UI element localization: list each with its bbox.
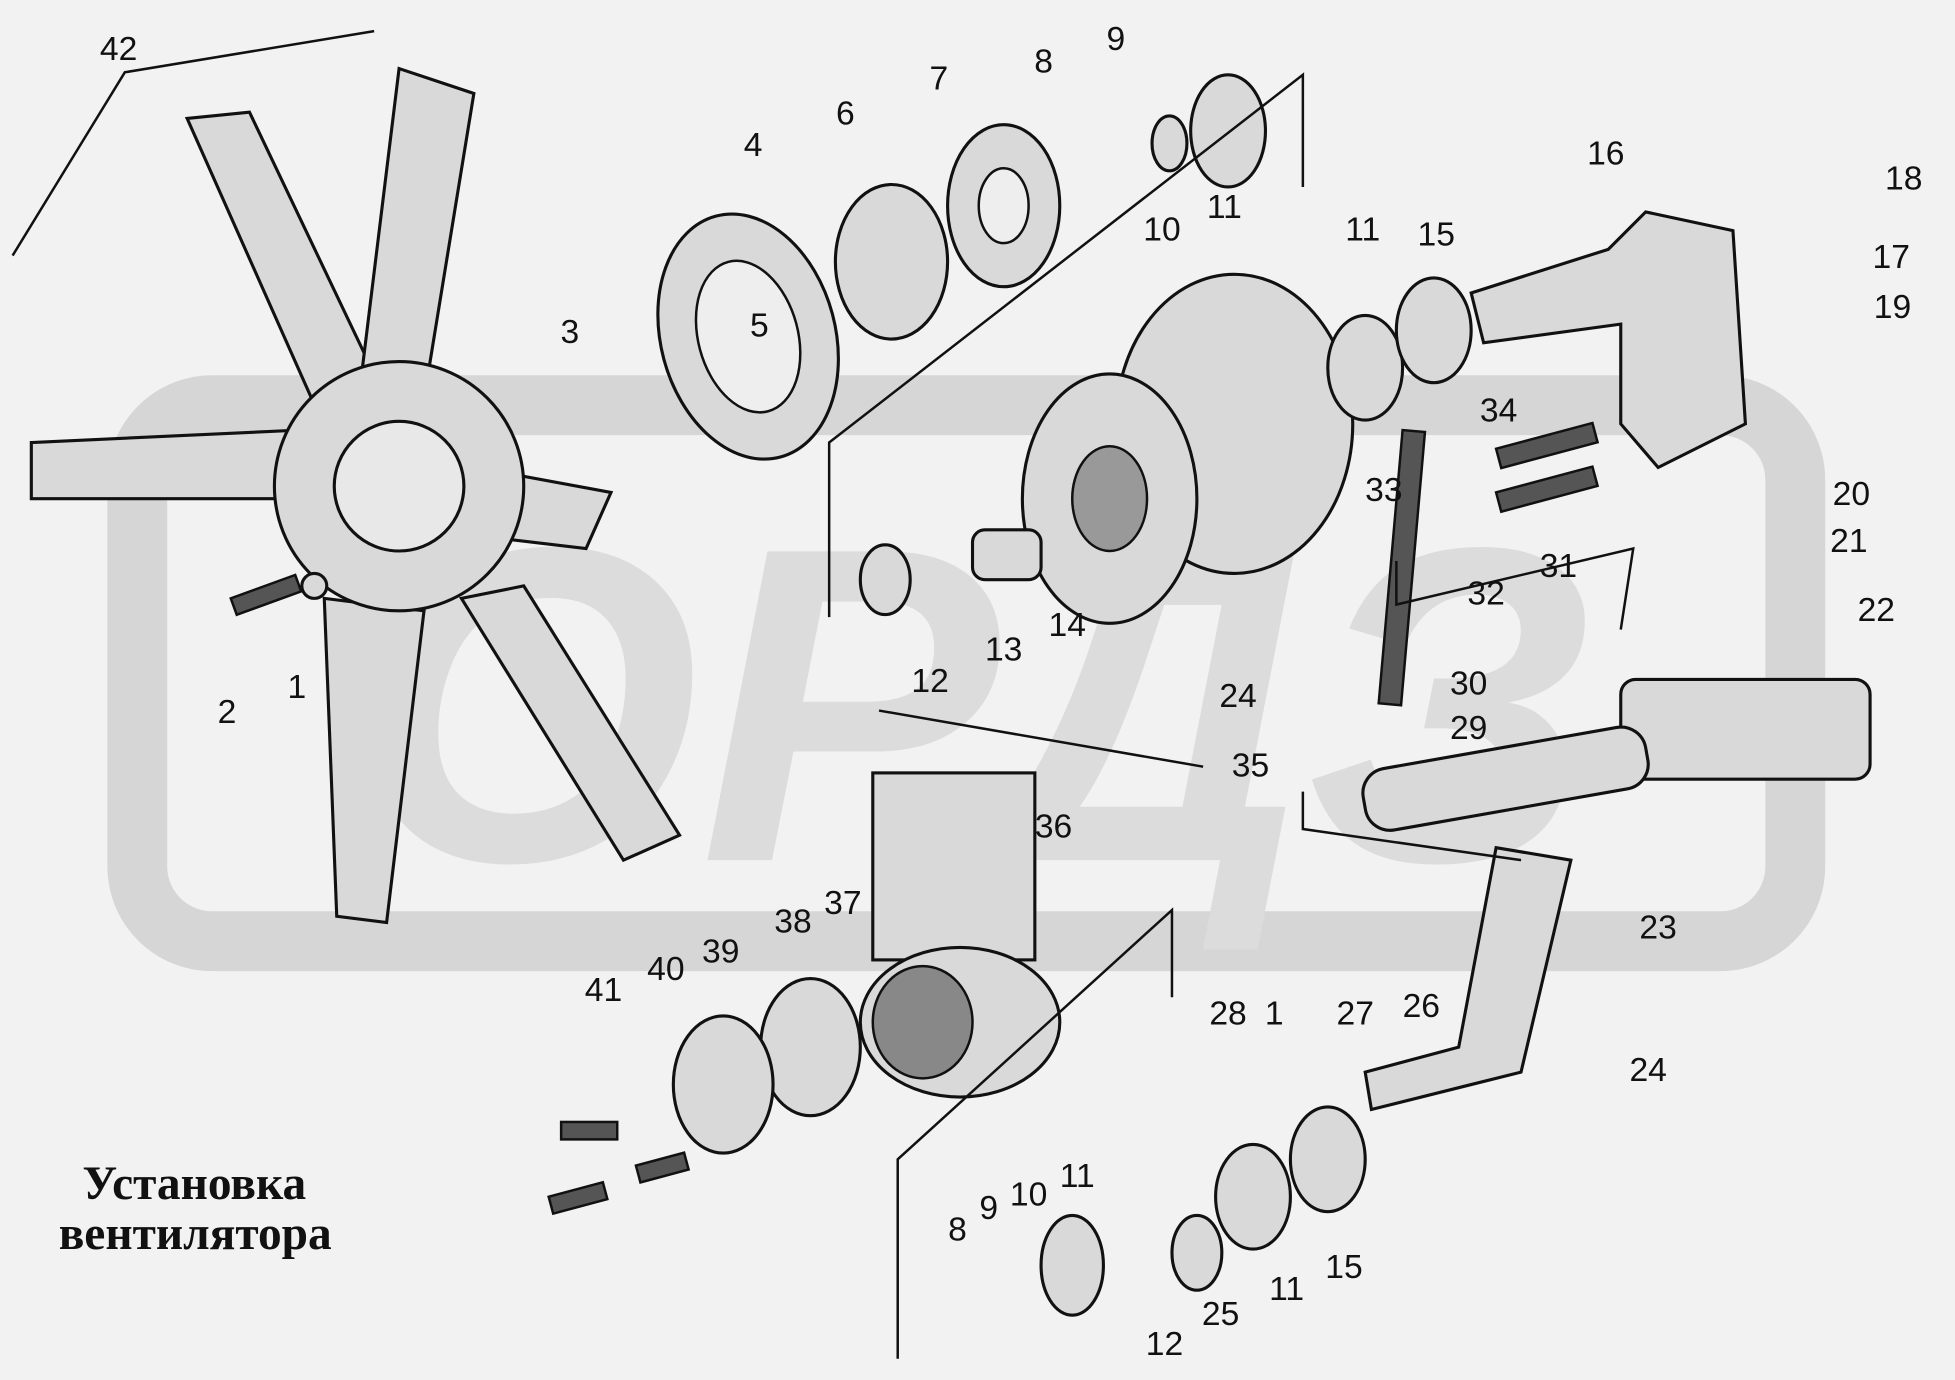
part-label: 15 <box>1418 217 1455 254</box>
part-label: 4 <box>744 127 763 164</box>
part-label: 19 <box>1874 289 1911 326</box>
part-label: 12 <box>911 663 948 700</box>
part-label: 11 <box>1207 189 1242 226</box>
part-label: 35 <box>1232 748 1269 785</box>
friction-discs <box>656 73 1268 461</box>
part-label: 23 <box>1639 910 1676 947</box>
part-label: 34 <box>1480 392 1517 429</box>
part-label: 3 <box>560 314 579 351</box>
part-label: 2 <box>218 694 237 731</box>
part-label: 25 <box>1202 1296 1239 1333</box>
fan-impeller <box>29 66 682 925</box>
diagram-title-line2: вентилятора <box>59 1208 332 1260</box>
part-label: 9 <box>979 1190 998 1227</box>
part-label: 1 <box>1265 996 1284 1033</box>
part-label: 41 <box>585 972 622 1009</box>
part-label: 24 <box>1219 678 1256 715</box>
part-label: 5 <box>750 308 769 345</box>
part-label: 15 <box>1325 1249 1362 1286</box>
tensioner-bracket <box>1361 210 1872 1112</box>
part-label: 7 <box>929 61 948 98</box>
part-label: 24 <box>1629 1052 1666 1089</box>
part-label: 1 <box>287 669 306 706</box>
leader-lines <box>11 29 1635 1359</box>
part-label: 21 <box>1830 523 1867 560</box>
part-label: 28 <box>1209 996 1246 1033</box>
part-label: 33 <box>1365 472 1402 509</box>
part-label: 16 <box>1587 136 1624 173</box>
bolt-and-nut <box>229 571 329 617</box>
part-label: 32 <box>1467 576 1504 613</box>
part-label: 39 <box>702 933 739 970</box>
part-label: 26 <box>1403 988 1440 1025</box>
part-label: 10 <box>1143 212 1180 249</box>
part-label: 38 <box>774 903 811 940</box>
part-label: 8 <box>948 1211 967 1248</box>
part-label: 22 <box>1858 592 1895 629</box>
part-label: 29 <box>1450 710 1487 747</box>
part-label: 11 <box>1345 212 1380 249</box>
part-label: 11 <box>1060 1158 1095 1195</box>
part-label: 31 <box>1540 548 1577 585</box>
part-labels: 42 9 8 7 6 4 10 11 16 18 17 19 11 15 3 5… <box>100 21 1923 1363</box>
part-label: 12 <box>1146 1326 1183 1363</box>
part-label: 14 <box>1049 607 1086 644</box>
pulley-assembly <box>858 272 1473 625</box>
part-label: 8 <box>1034 43 1053 80</box>
diagram-title-line1: Установка <box>82 1158 306 1210</box>
part-label: 30 <box>1450 665 1487 702</box>
part-label: 20 <box>1833 476 1870 513</box>
part-label: 6 <box>836 96 855 133</box>
part-label: 37 <box>824 885 861 922</box>
part-label: 18 <box>1885 160 1922 197</box>
part-label: 42 <box>100 31 137 68</box>
part-label: 17 <box>1873 239 1910 276</box>
part-label: 36 <box>1035 809 1072 846</box>
part-label: 40 <box>647 951 684 988</box>
part-label: 13 <box>985 632 1022 669</box>
part-label: 10 <box>1010 1176 1047 1213</box>
part-label: 11 <box>1269 1271 1304 1308</box>
part-label: 27 <box>1337 996 1374 1033</box>
part-label: 9 <box>1107 21 1126 58</box>
lower-hub-assembly <box>547 771 1367 1317</box>
